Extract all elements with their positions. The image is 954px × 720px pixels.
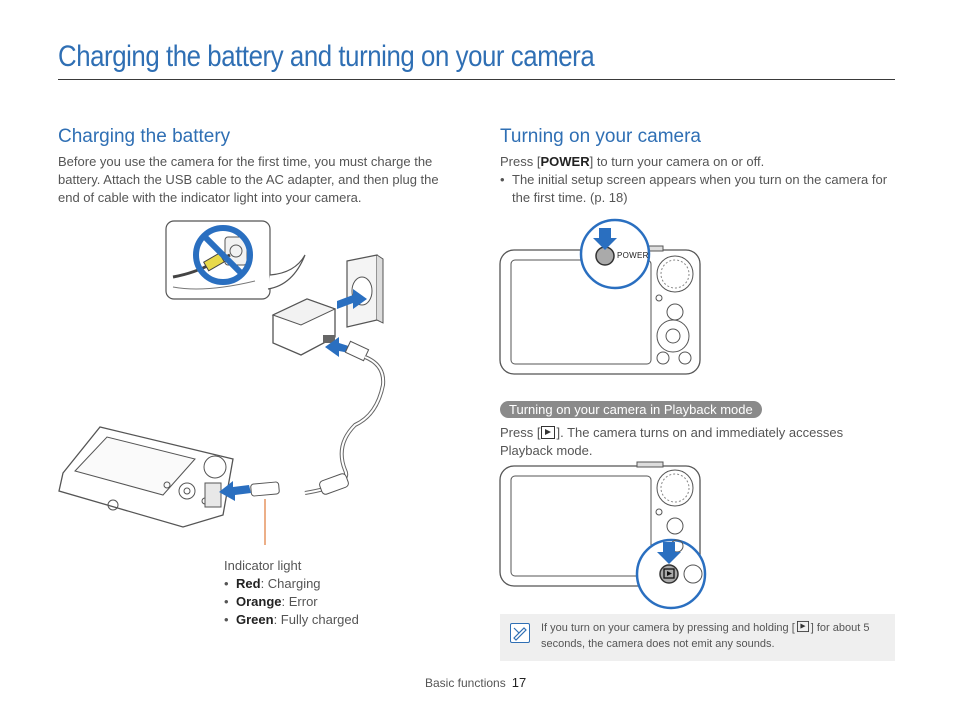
footer-section: Basic functions: [425, 676, 506, 690]
camera-body: [58, 426, 234, 528]
playback-instruction: Press []. The camera turns on and immedi…: [500, 425, 844, 458]
charging-heading: Charging the battery: [58, 126, 231, 147]
note-playback-icon: [796, 620, 809, 633]
note-text: If you turn on your camera by pressing a…: [541, 620, 870, 650]
indicator-orange: Orange: Error: [224, 593, 359, 611]
note-box: [500, 614, 895, 661]
indicator-red: Red: Charging: [224, 575, 359, 593]
title-divider: [58, 79, 895, 80]
playback-arrow-icon: [657, 542, 681, 564]
power-callout-circle: [579, 218, 651, 290]
page-number: 17: [511, 675, 527, 690]
power-key-label: POWER: [540, 154, 590, 169]
indicator-label: Indicator light: [224, 558, 302, 573]
indicator-legend: Indicator light Red: Charging Orange: Er…: [224, 557, 359, 629]
camera-playback-illustration: [499, 461, 707, 610]
power-callout-label: POWER: [617, 251, 649, 260]
wall-socket: [346, 254, 384, 328]
page-footer: Basic functions 17: [425, 675, 526, 690]
arrow-into-camera: [219, 481, 251, 501]
power-arrow-icon: [593, 228, 617, 250]
playback-button-icon: [541, 426, 556, 439]
charging-illustration: [58, 220, 386, 545]
power-instruction: Press [POWER] to turn your camera on or …: [500, 154, 765, 169]
charging-intro: Before you use the camera for the first …: [58, 154, 439, 205]
note-icon: [510, 623, 530, 643]
setup-screen-bullet: The initial setup screen appears when yo…: [500, 171, 895, 207]
ac-adapter: [271, 298, 337, 356]
page-title: Charging the battery and turning on your…: [58, 40, 595, 73]
usb-cable: [304, 355, 386, 495]
camera-power-illustration: [499, 218, 701, 375]
turning-on-heading: Turning on your camera: [500, 126, 702, 147]
playback-mode-pill: Turning on your camera in Playback mode: [500, 401, 762, 418]
no-plug-warning-bubble: [165, 220, 306, 300]
indicator-green: Green: Fully charged: [224, 611, 359, 629]
ferrite-core: [319, 473, 349, 495]
arrow-into-socket: [337, 289, 367, 309]
